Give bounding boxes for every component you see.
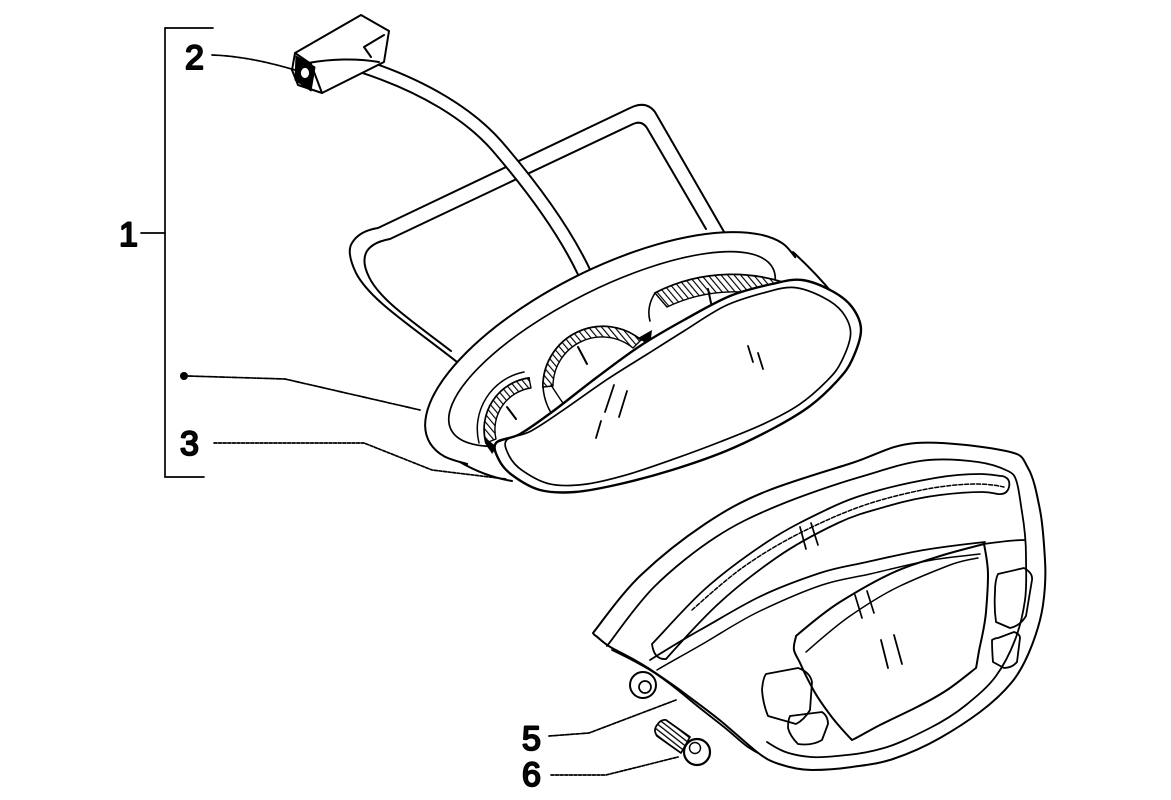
svg-text:6: 6 — [522, 756, 541, 794]
svg-text:5: 5 — [522, 720, 541, 758]
svg-text:1: 1 — [119, 216, 138, 254]
svg-text:2: 2 — [185, 39, 204, 77]
svg-text:3: 3 — [180, 425, 199, 463]
